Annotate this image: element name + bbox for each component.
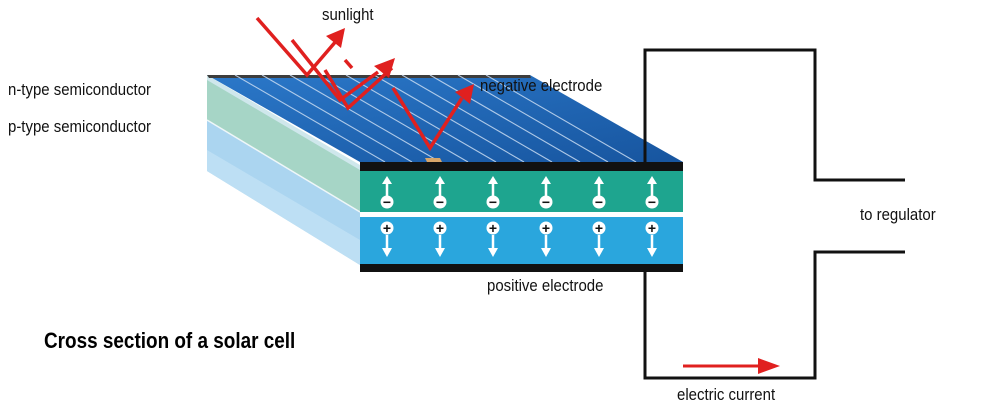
hole-carrier: + <box>433 220 447 257</box>
minus-sign: − <box>383 194 391 210</box>
electron-carrier: − <box>645 176 659 210</box>
positive-electrode-label: positive electrode <box>487 276 604 295</box>
minus-sign: − <box>595 194 603 210</box>
minus-sign: − <box>436 194 444 210</box>
diagram-title: Cross section of a solar cell <box>44 328 296 353</box>
sunlight-rays <box>255 16 464 152</box>
minus-sign: − <box>542 194 550 210</box>
to-regulator-label: to regulator <box>860 205 936 224</box>
junction-line <box>360 212 683 217</box>
electron-carrier: − <box>486 176 500 210</box>
electron-carrier: − <box>539 176 553 210</box>
hole-carrier: + <box>592 220 606 257</box>
electron-carrier: − <box>380 176 394 210</box>
hole-carrier: + <box>380 220 394 257</box>
plus-sign: + <box>489 220 497 236</box>
positive-electrode <box>360 264 683 272</box>
circuit-wire <box>643 48 905 380</box>
hole-carrier: + <box>486 220 500 257</box>
plus-sign: + <box>542 220 550 236</box>
p-type-label: p-type semiconductor <box>8 117 152 136</box>
plus-sign: + <box>648 220 656 236</box>
p-type-layer <box>360 217 683 264</box>
charge-carriers: − + − + − + − + − + − + <box>380 176 659 257</box>
electric-current-label: electric current <box>677 385 776 404</box>
sunlight-arrowheads <box>326 28 474 104</box>
minus-sign: − <box>648 194 656 210</box>
hole-carrier: + <box>539 220 553 257</box>
plus-sign: + <box>436 220 444 236</box>
negative-electrode-label: negative electrode <box>480 76 603 95</box>
negative-electrode <box>360 162 683 171</box>
sunlight-label: sunlight <box>322 5 374 24</box>
hole-carrier: + <box>645 220 659 257</box>
current-arrow <box>683 358 780 374</box>
plus-sign: + <box>595 220 603 236</box>
minus-sign: − <box>489 194 497 210</box>
side-face <box>206 75 361 265</box>
electron-carrier: − <box>592 176 606 210</box>
plus-sign: + <box>383 220 391 236</box>
n-type-label: n-type semiconductor <box>8 80 152 99</box>
n-type-layer <box>360 171 683 212</box>
electron-carrier: − <box>433 176 447 210</box>
